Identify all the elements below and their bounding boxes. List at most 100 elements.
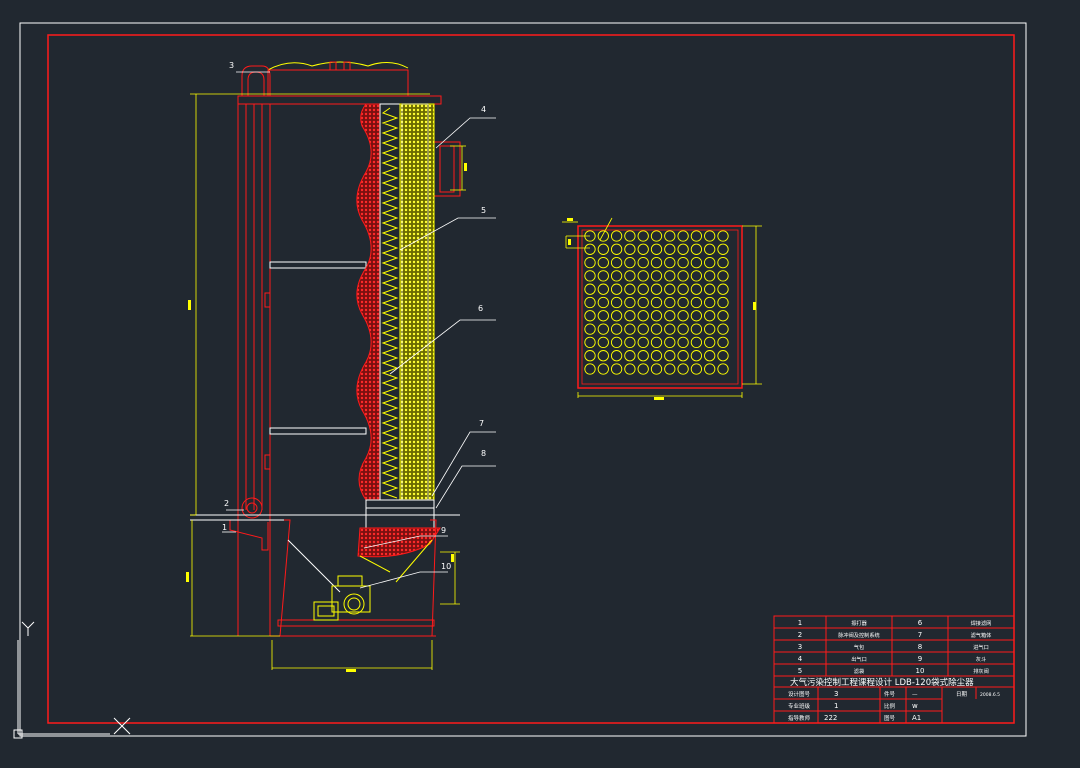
tube-hole [597, 283, 609, 295]
tube-hole [610, 363, 623, 375]
tube-hole [704, 283, 716, 295]
legend-text: 进气口 [973, 643, 989, 651]
info-label-r3: 指导教师 [788, 714, 811, 722]
tube-hole [717, 310, 729, 322]
legend-text: 脉冲阀及控制系统 [838, 631, 880, 639]
outlet-box [433, 141, 461, 197]
callout-2: 2 [224, 499, 229, 508]
support-frame-left [279, 519, 291, 637]
leader-lines [222, 71, 496, 589]
tube-hole [677, 243, 689, 255]
tube-hole [584, 283, 596, 295]
hopper [357, 527, 441, 558]
tube-hole [597, 243, 609, 255]
info-value-r1: 3 [834, 690, 838, 698]
tube-hole [610, 296, 623, 309]
tube-hole [584, 350, 596, 362]
tube-hole [717, 243, 729, 255]
tube-hole [584, 336, 596, 349]
tube-hole [664, 296, 676, 309]
tube-sheet-dimensions [562, 217, 762, 400]
info-label-r1: 设计图号 [788, 690, 811, 698]
legend-text: 滤气箱体 [971, 631, 993, 639]
rotary-valve-top [337, 575, 363, 587]
tube-hole [677, 283, 689, 295]
legend-number: 5 [798, 667, 802, 675]
info-value2-r1: — [912, 692, 918, 698]
ucs-y-mark-1 [21, 621, 29, 629]
tube-hole [717, 283, 729, 295]
support-frame-right [430, 519, 437, 637]
tube-hole [690, 336, 703, 349]
brace-2 [269, 427, 367, 435]
tube-hole [624, 323, 636, 335]
legend-text: 振打器 [851, 619, 867, 627]
tube-hole [677, 270, 689, 282]
drawing-title: 大气污染控制工程课程设计 LDB-120袋式除尘器 [790, 677, 974, 688]
legend-number: 8 [918, 643, 922, 651]
tube-hole [610, 350, 623, 362]
tube-hole [610, 230, 623, 242]
tube-hole [624, 363, 636, 375]
legend-number: 4 [798, 655, 803, 663]
tube-hole [650, 230, 663, 242]
tube-hole [664, 336, 676, 349]
tube-hole [637, 296, 649, 309]
tube-hole [637, 243, 649, 255]
tube-hole [704, 243, 716, 255]
tube-hole [690, 350, 703, 362]
tube-hole [584, 296, 596, 309]
legend-number: 2 [798, 631, 802, 639]
filter-red-region [356, 103, 381, 501]
hopper-top [365, 507, 435, 529]
tube-hole [650, 350, 663, 362]
air-pipe [241, 65, 271, 96]
tube-hole [610, 283, 623, 295]
tube-hole [637, 363, 649, 375]
tube-hole [637, 336, 649, 349]
callout-9: 9 [441, 526, 446, 535]
tube-hole [597, 310, 609, 322]
tube-hole [717, 296, 729, 309]
info-value3-r1: 2008.6.5 [980, 692, 1000, 698]
tube-hole [690, 230, 703, 242]
tube-hole [664, 350, 676, 362]
tube-hole [610, 243, 623, 255]
callout-4: 4 [481, 105, 486, 114]
tube-hole [637, 230, 649, 242]
tube-hole [624, 230, 636, 242]
tube-hole [664, 323, 676, 335]
legend-number: 10 [916, 667, 925, 675]
tube-hole [717, 323, 729, 335]
tube-hole [664, 270, 676, 282]
pulse-valve [241, 497, 263, 519]
tube-hole [597, 363, 609, 375]
tube-hole [690, 363, 703, 375]
tube-hole [704, 296, 716, 309]
tube-hole [677, 323, 689, 335]
tube-hole [690, 296, 703, 309]
tube-hole [597, 350, 609, 362]
rotary-valve-ring [343, 593, 365, 615]
filter-yellow-column [399, 103, 435, 501]
tube-hole [637, 323, 649, 335]
tube-sheet-inner [581, 229, 739, 385]
top-cap [267, 69, 409, 97]
tube-hole [624, 296, 636, 309]
ucs-y-mark-2 [27, 621, 35, 629]
tube-hole [677, 296, 689, 309]
tube-sheet-holes [584, 230, 729, 375]
base-plate [277, 619, 435, 627]
legend-text: 排灰阀 [973, 667, 989, 675]
callout-5: 5 [481, 206, 486, 215]
tube-hole [677, 256, 689, 269]
tube-hole [650, 323, 663, 335]
tube-hole [584, 270, 596, 282]
tube-hole [584, 310, 596, 322]
callout-8: 8 [481, 449, 486, 458]
tube-hole [664, 256, 676, 269]
tube-hole [637, 283, 649, 295]
tube-hole [704, 350, 716, 362]
